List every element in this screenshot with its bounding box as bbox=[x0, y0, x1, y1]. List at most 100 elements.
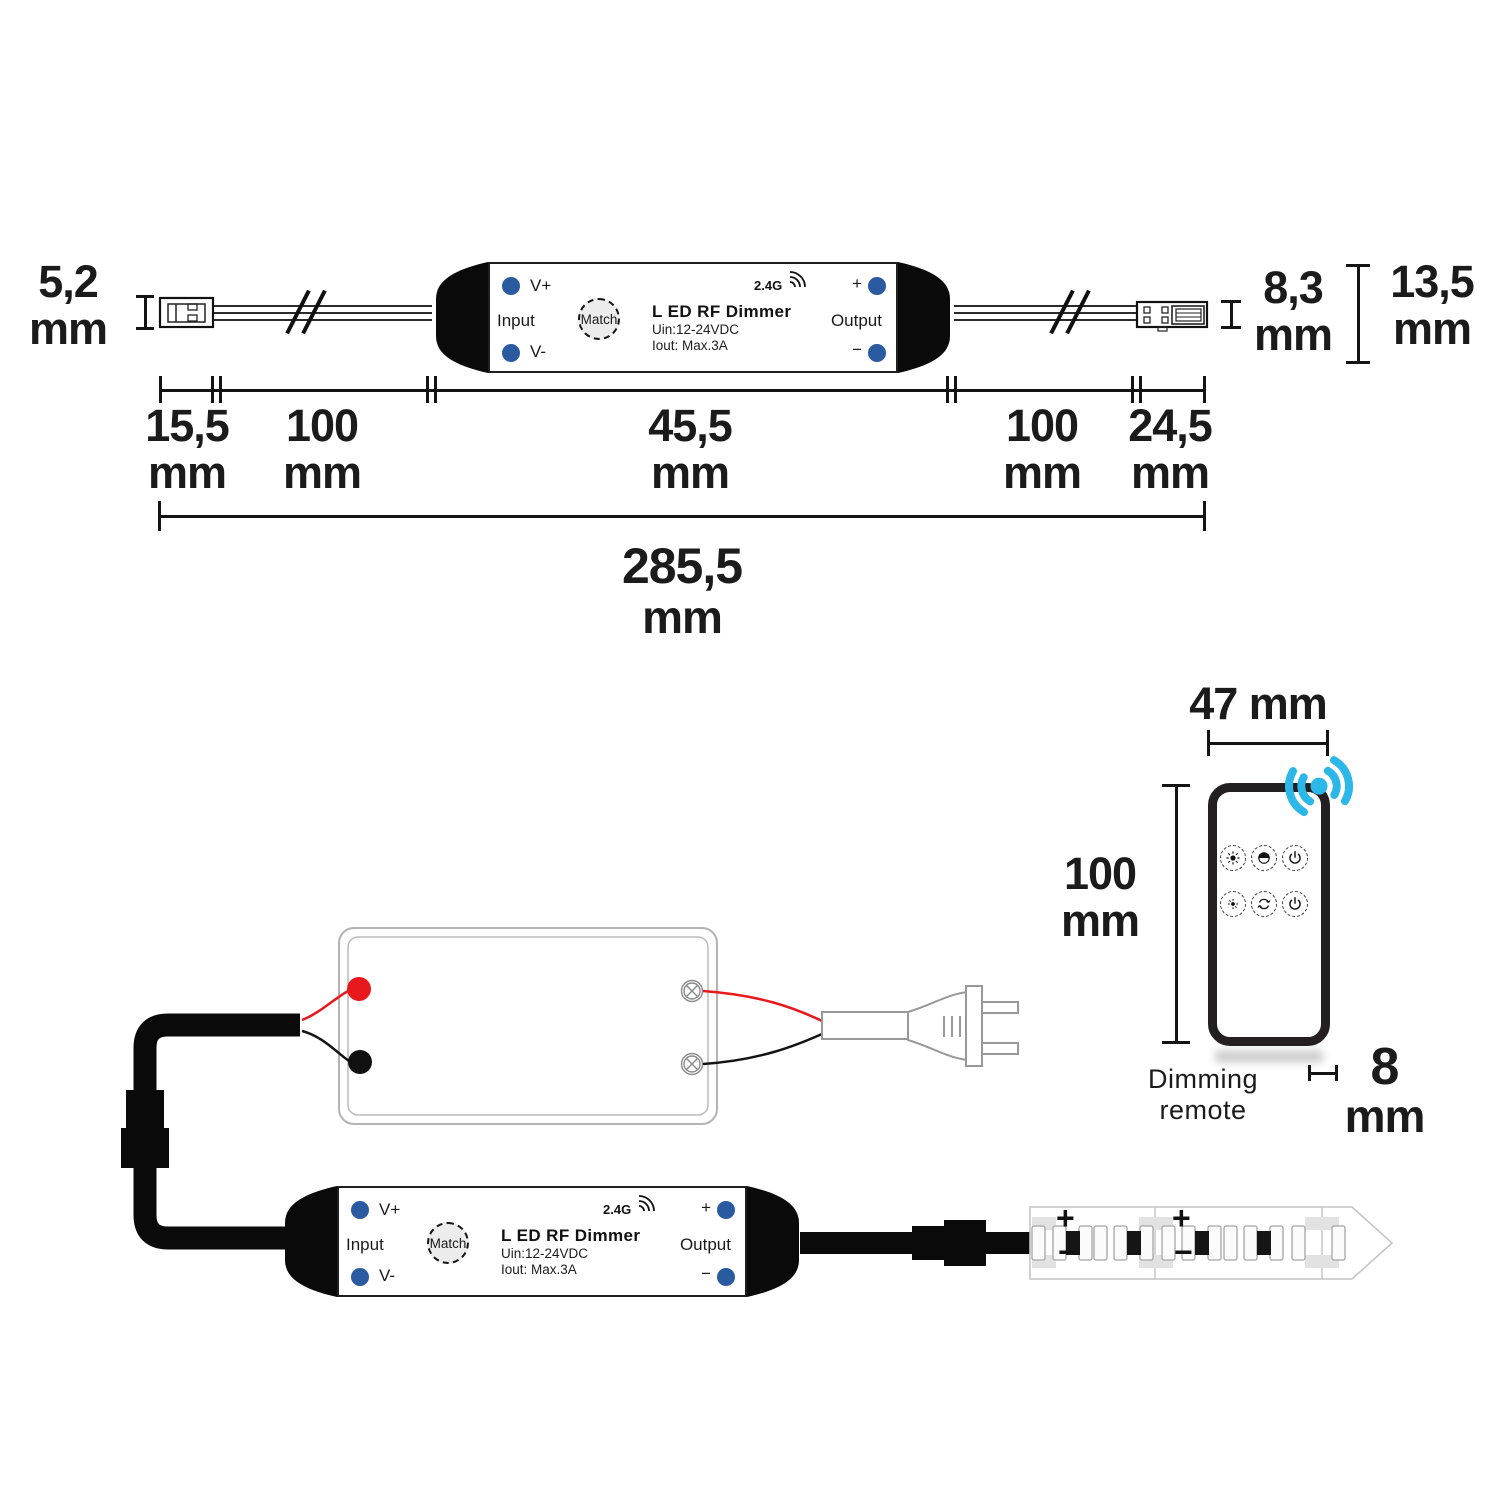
height-bracket-line bbox=[1357, 266, 1360, 364]
dim-value: 100 bbox=[285, 400, 359, 451]
segment-dimension-line bbox=[160, 389, 1205, 392]
led-strip bbox=[1029, 1206, 1394, 1280]
dim-tick bbox=[954, 376, 957, 403]
dim-remote-width: 47 mm bbox=[1168, 680, 1348, 727]
remote-button-brightness-up bbox=[1220, 845, 1246, 871]
led-rf-dimmer-device: V+ Input V- Match L ED RF Dimmer Uin:12-… bbox=[428, 262, 958, 373]
wifi-signal-icon bbox=[1263, 735, 1375, 837]
dim-segment-3: 45,5 mm bbox=[630, 402, 750, 496]
output-label: Output bbox=[679, 1235, 731, 1254]
dim-tick bbox=[211, 376, 214, 403]
dimmer-title: L ED RF Dimmer bbox=[501, 1226, 641, 1245]
dim-unit: mm bbox=[1344, 1090, 1426, 1142]
dim-unit: mm bbox=[282, 447, 362, 498]
dimmer-body: V+ Input V- Match L ED RF Dimmer Uin:12-… bbox=[337, 1186, 747, 1297]
input-wire bbox=[214, 312, 432, 314]
dimmer-left-wedge bbox=[285, 1186, 337, 1297]
remote-height-line bbox=[1175, 786, 1178, 1044]
remote-button-brightness-down bbox=[1220, 891, 1246, 917]
dim-value: 15,5 bbox=[145, 400, 230, 451]
strip-minus-marking: − bbox=[1174, 1234, 1193, 1270]
led-chips bbox=[1031, 1225, 1346, 1261]
output-wire bbox=[954, 319, 1138, 321]
power-icon bbox=[1289, 850, 1301, 864]
input-label: Input bbox=[346, 1235, 384, 1254]
output-cable-connector bbox=[800, 1220, 1032, 1266]
power-supply-inner-case bbox=[347, 936, 709, 1116]
match-label: Match bbox=[429, 1235, 467, 1251]
dim-unit: mm bbox=[1392, 303, 1472, 354]
dim-value: 47 mm bbox=[1189, 678, 1328, 729]
dim-unit: mm bbox=[1002, 447, 1082, 498]
height-tick-cap bbox=[1221, 326, 1241, 329]
screw-terminal bbox=[680, 1052, 704, 1076]
output-wire bbox=[954, 312, 1138, 314]
terminal-dot-vplus bbox=[351, 1201, 369, 1219]
terminal-dot-minus bbox=[868, 344, 886, 362]
match-button: Match bbox=[427, 1222, 469, 1264]
power-cable bbox=[121, 1013, 300, 1250]
dimmer-iout-spec: Iout: Max.3A bbox=[652, 338, 728, 353]
rf-signal-icon bbox=[789, 271, 806, 288]
remote-depth-line bbox=[1310, 1072, 1336, 1075]
match-label: Match bbox=[580, 311, 618, 327]
dim-tick bbox=[158, 501, 161, 531]
rf-2-4g-label: 2.4G bbox=[754, 278, 783, 293]
dim-connector-left-height: 5,2 mm bbox=[8, 258, 128, 352]
dim-connector-right-total-height: 13,5 mm bbox=[1368, 258, 1496, 352]
dim-tick bbox=[1326, 730, 1329, 756]
minus-label: − bbox=[701, 1264, 711, 1283]
height-tick-cap bbox=[136, 327, 154, 330]
remote-caption: Dimming remote bbox=[1147, 1064, 1258, 1125]
dim-unit: mm bbox=[650, 447, 730, 498]
height-tick-line bbox=[144, 297, 147, 329]
dim-tick bbox=[1308, 1065, 1311, 1081]
remote-button-power bbox=[1282, 891, 1308, 917]
vplus-label: V+ bbox=[379, 1200, 401, 1219]
dim-unit: mm bbox=[1130, 447, 1210, 498]
dim-value: 8 bbox=[1370, 1038, 1400, 1096]
remote-button-dim-level bbox=[1251, 845, 1277, 871]
height-tick-cap bbox=[1162, 784, 1190, 787]
cable-connector-block bbox=[126, 1090, 164, 1128]
dim-value: 24,5 bbox=[1128, 400, 1213, 451]
mode-cycle-icon bbox=[1257, 898, 1271, 910]
plus-label: + bbox=[701, 1198, 711, 1217]
input-wire bbox=[214, 305, 432, 307]
dim-level-icon bbox=[1258, 852, 1270, 864]
terminal-dot-vminus bbox=[502, 344, 520, 362]
rf-signal-icon bbox=[638, 1195, 655, 1212]
vplus-label: V+ bbox=[530, 276, 552, 295]
dim-tick bbox=[219, 376, 222, 403]
dimmer-right-wedge bbox=[747, 1186, 799, 1297]
terminal-dot-vminus bbox=[351, 1268, 369, 1286]
dim-value: 45,5 bbox=[648, 400, 733, 451]
dimmer-body: V+ Input V- Match L ED RF Dimmer Uin:12-… bbox=[488, 262, 898, 373]
match-button: Match bbox=[578, 298, 620, 340]
height-bracket-cap bbox=[1346, 361, 1370, 364]
height-tick-cap bbox=[136, 295, 154, 298]
dim-unit: mm bbox=[1060, 895, 1140, 946]
cable-connector-block bbox=[121, 1128, 169, 1168]
output-label: Output bbox=[830, 311, 882, 330]
dim-segment-1: 15,5 mm bbox=[127, 402, 247, 496]
dim-connector-right-height: 8,3 mm bbox=[1243, 264, 1343, 358]
dim-segment-2: 100 mm bbox=[262, 402, 382, 496]
total-dimension-line bbox=[160, 515, 1205, 518]
dim-value: 285,5 bbox=[621, 538, 743, 594]
terminal-dot-plus bbox=[868, 277, 886, 295]
wire-black bbox=[702, 1032, 823, 1066]
remote-button-power bbox=[1282, 845, 1308, 871]
terminal-dot-minus bbox=[717, 1268, 735, 1286]
dim-value: 100 bbox=[1005, 400, 1079, 451]
dim-unit: mm bbox=[147, 447, 227, 498]
dim-tick bbox=[159, 376, 162, 403]
dim-tick bbox=[1139, 376, 1142, 403]
dimmer-left-wedge bbox=[436, 262, 488, 373]
minus-label: − bbox=[852, 340, 862, 359]
height-tick-cap bbox=[1221, 300, 1241, 303]
dim-segment-4: 100 mm bbox=[982, 402, 1102, 496]
dim-tick bbox=[426, 376, 429, 403]
led-rf-dimmer-device: V+ Input V- Match L ED RF Dimmer Uin:12-… bbox=[277, 1186, 807, 1297]
